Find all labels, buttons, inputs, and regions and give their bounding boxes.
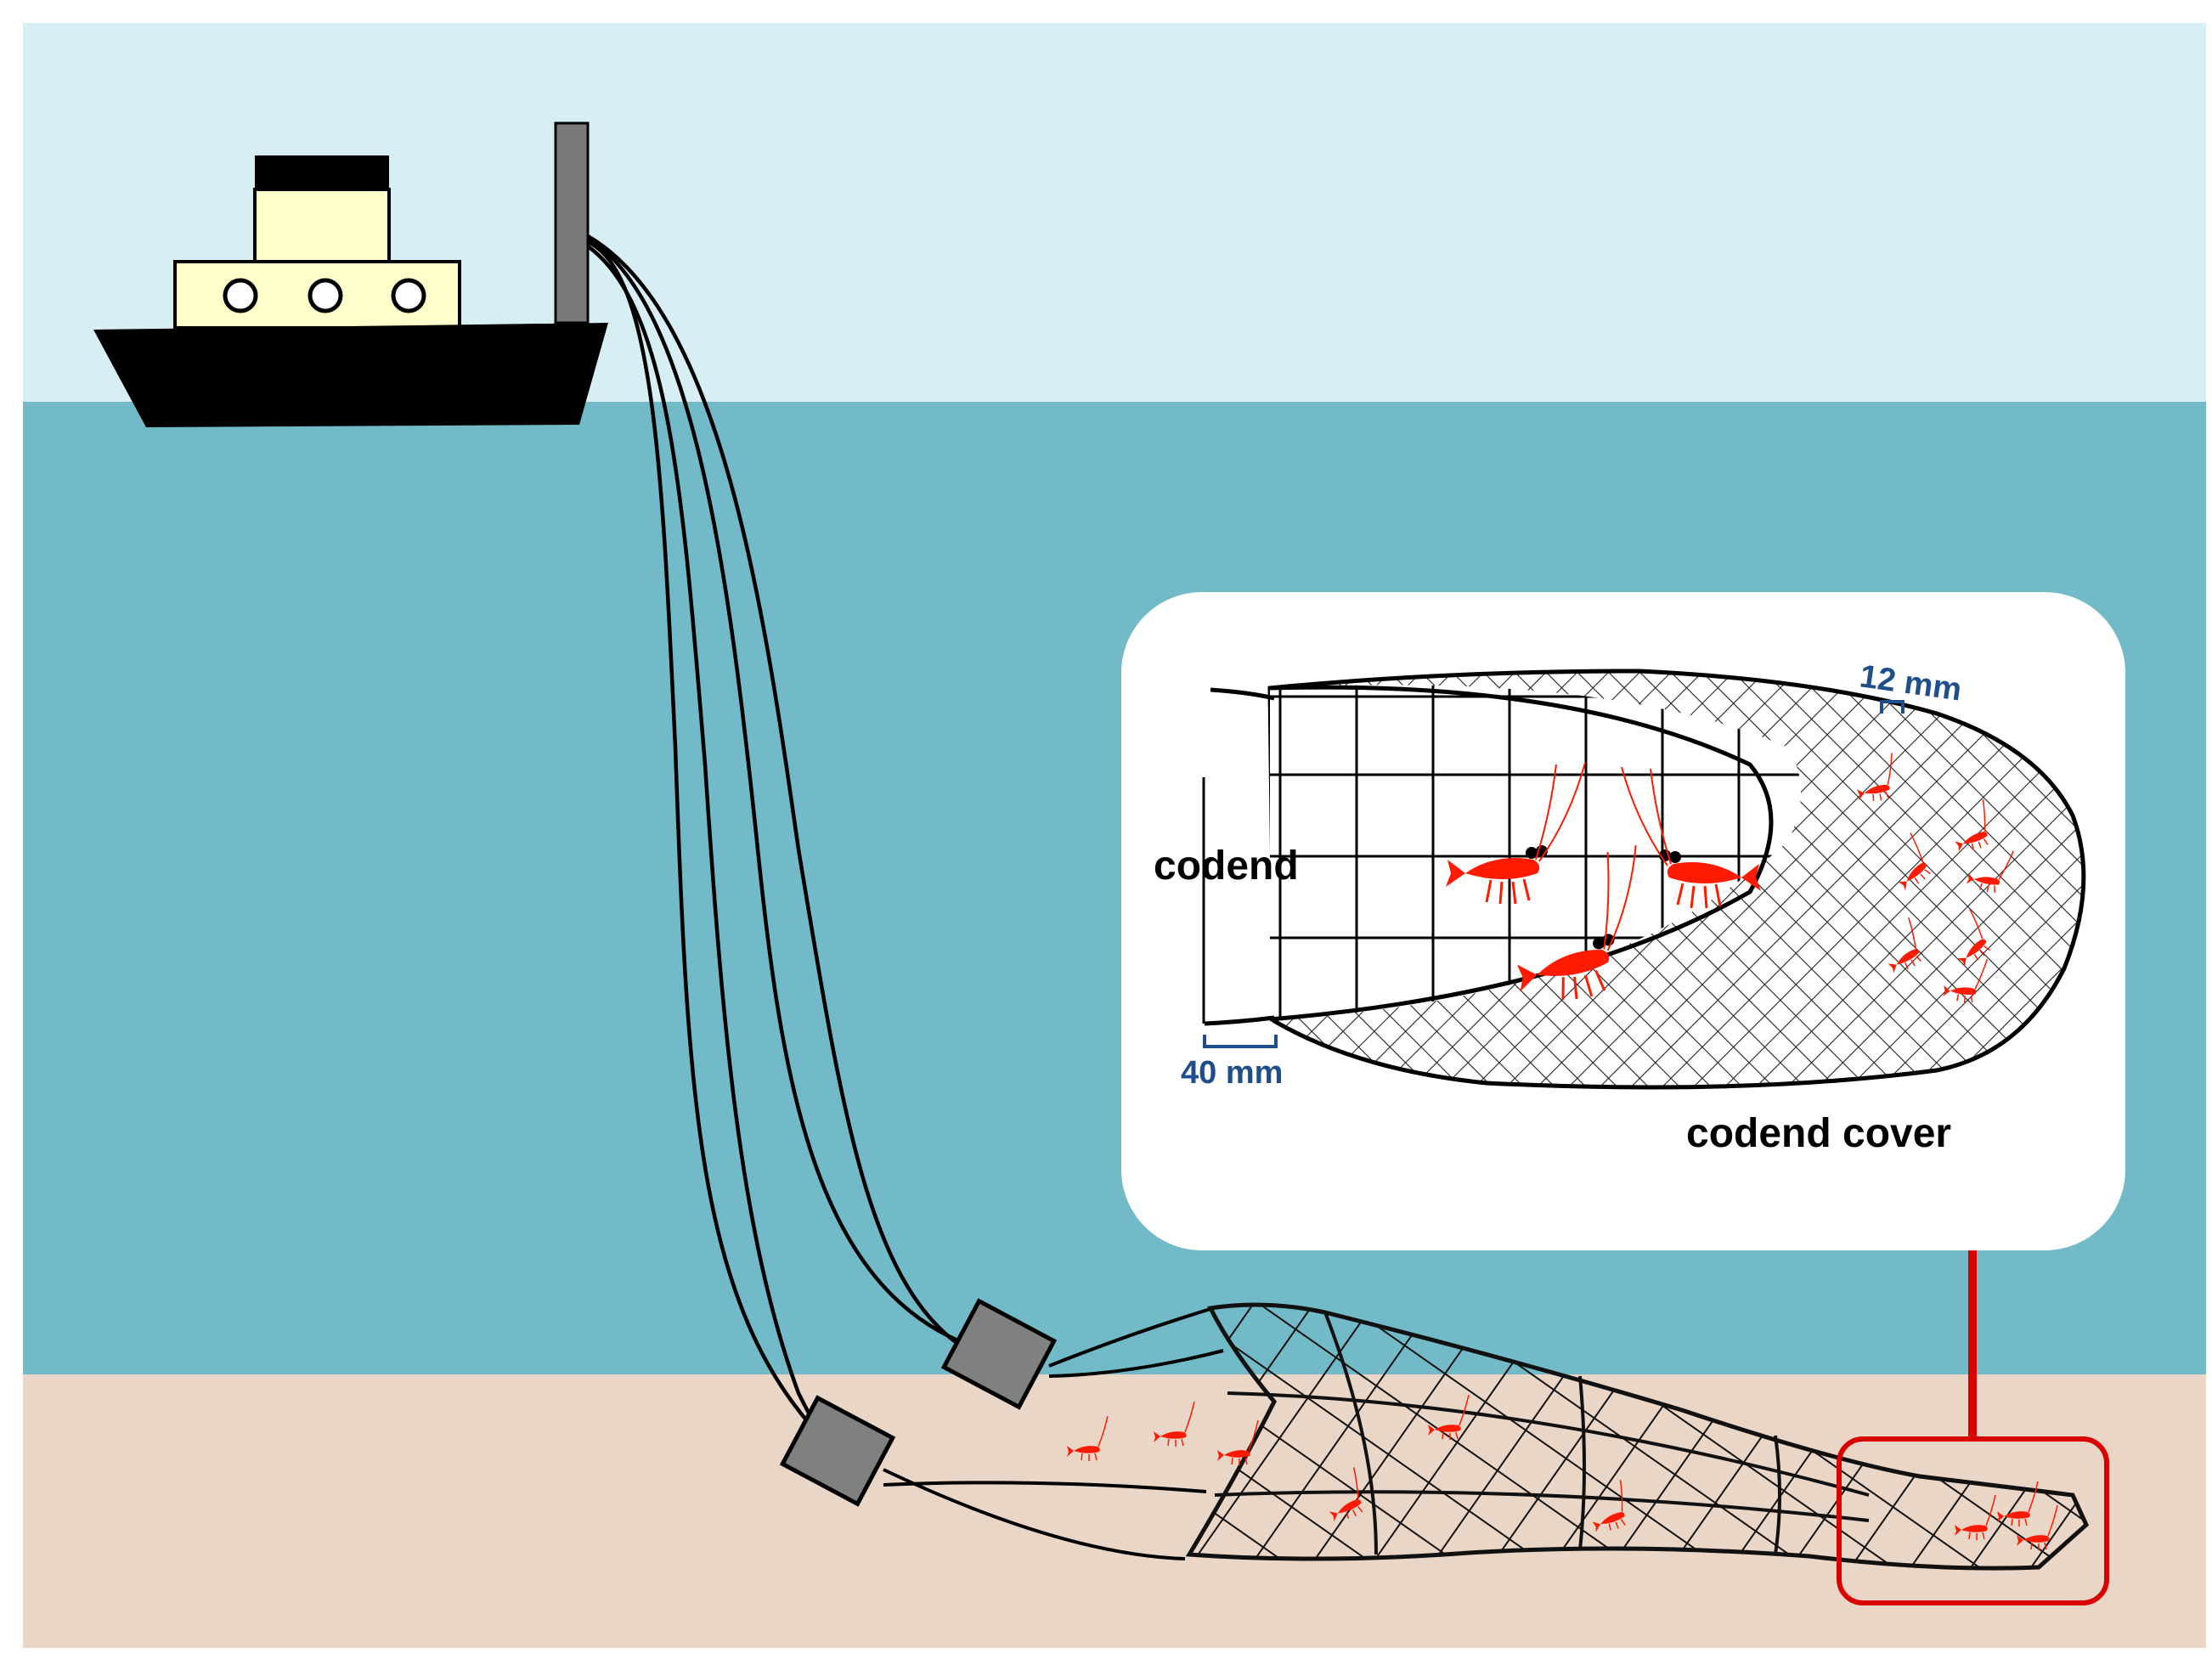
gantry	[554, 121, 590, 324]
bridles	[883, 1306, 1224, 1560]
cover-mesh-bracket	[1880, 700, 1904, 714]
warp-lines	[586, 234, 986, 1488]
otter-board-icon	[779, 1298, 1058, 1507]
codend-mesh-bracket	[1203, 1035, 1278, 1048]
trawl-net	[1185, 1302, 2090, 1571]
trawler-icon	[93, 121, 608, 427]
codend-mesh-label: 40 mm	[1181, 1055, 1283, 1091]
codend-cover-label: codend cover	[1686, 1111, 1951, 1156]
codend-inset: codend 40 mm 12 mm codend cover	[1121, 592, 2125, 1250]
codend-label: codend	[1154, 844, 1299, 889]
